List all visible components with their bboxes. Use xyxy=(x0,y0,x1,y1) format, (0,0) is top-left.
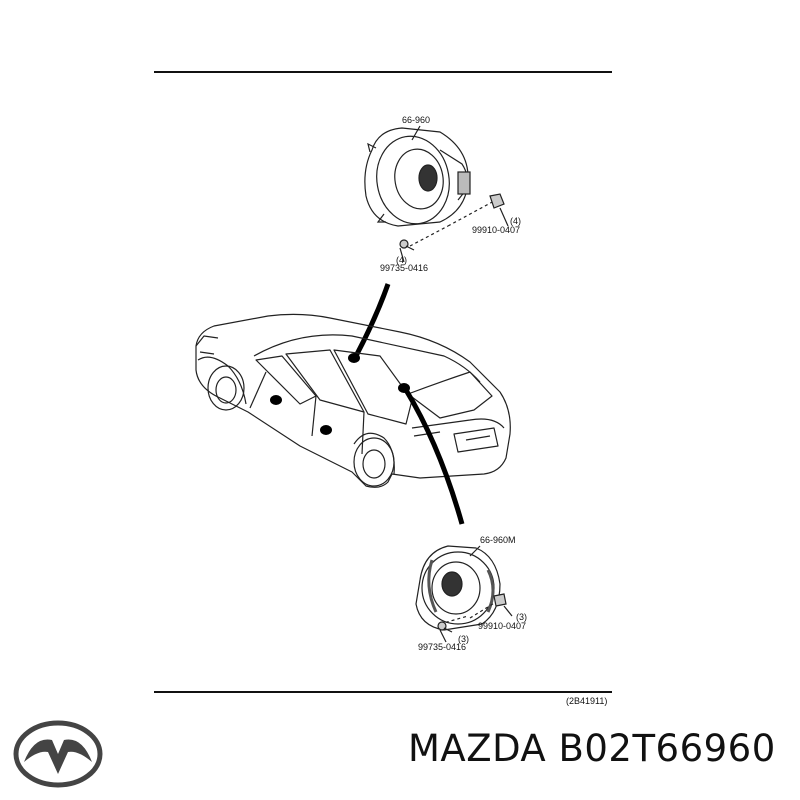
brand-caption: MAZDA B02T66960 xyxy=(408,727,776,770)
speaker-marker-rear-door xyxy=(320,425,332,435)
upper-clip-qty-label: (4) xyxy=(510,216,521,226)
speaker-marker-front-door xyxy=(270,395,282,405)
reference-code: (2B41911) xyxy=(566,696,607,706)
upper-screw-label: 99735-0416 xyxy=(380,263,428,273)
lower-screw-qty-label: (3) xyxy=(458,634,469,644)
lower-clip-qty-label: (3) xyxy=(516,612,527,622)
lower-pointer-line xyxy=(403,388,465,525)
speaker-marker-front-upper xyxy=(348,353,360,363)
upper-pointer-line xyxy=(353,283,391,358)
lower-screw-label: 99735-0416 xyxy=(418,642,466,652)
upper-speaker-assembly xyxy=(364,125,509,263)
upper-clip-label: 99910-0407 xyxy=(472,225,520,235)
lower-speaker-label: 66-960M xyxy=(480,535,516,545)
lower-speaker-assembly xyxy=(415,545,513,643)
lower-clip-label: 99910-0407 xyxy=(478,621,526,631)
upper-speaker-label: 66-960 xyxy=(402,115,430,125)
mazda-logo-icon xyxy=(12,718,104,790)
upper-screw-qty-label: (4) xyxy=(396,255,407,265)
car-illustration xyxy=(195,313,511,488)
